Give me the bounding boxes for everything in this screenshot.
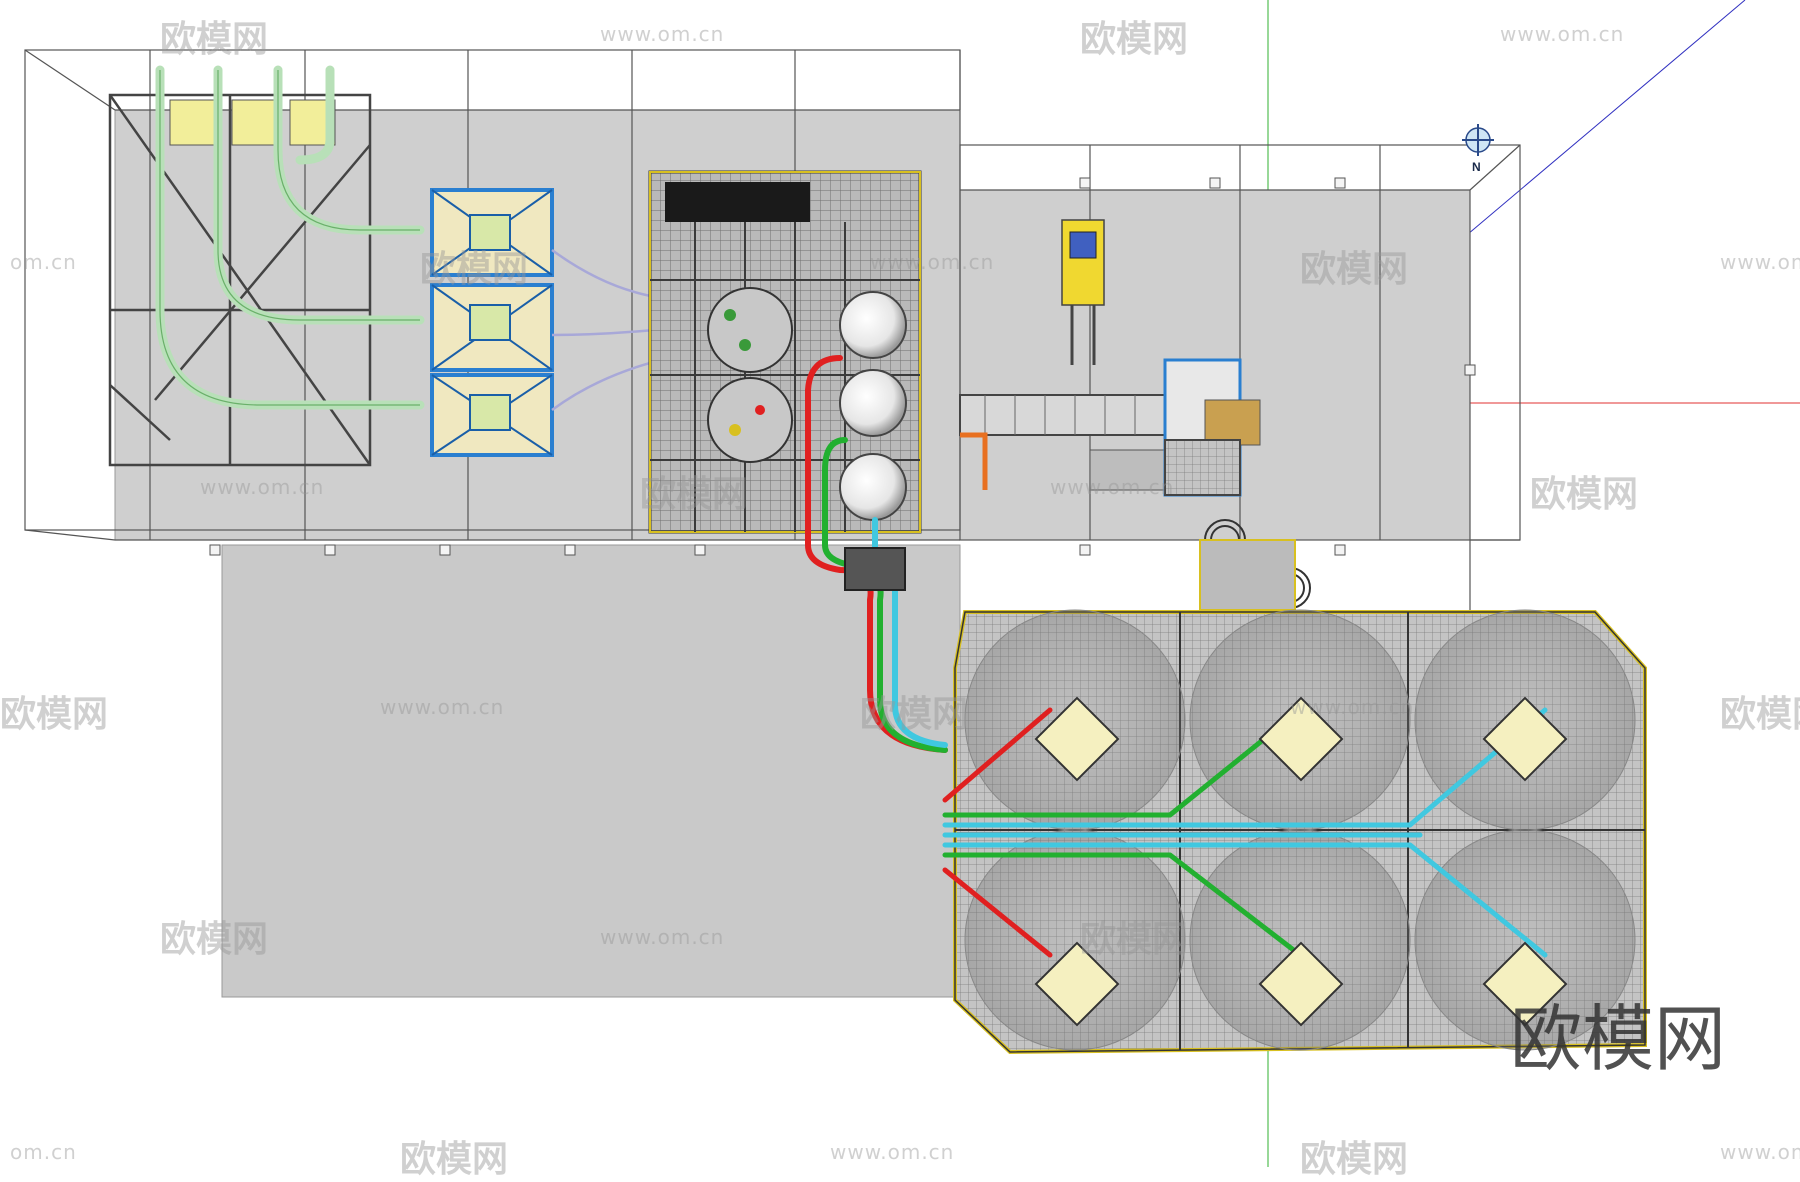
forklift-icon	[1061, 219, 1105, 365]
pump-icon	[231, 99, 278, 146]
pump-icon	[169, 99, 216, 146]
tank-icon	[707, 377, 793, 463]
cooling-fan-icon	[1189, 829, 1411, 1051]
fan-motor	[1258, 941, 1344, 1027]
tank-icon	[839, 369, 907, 437]
manifold-block	[844, 547, 906, 591]
compass-icon	[1462, 124, 1494, 156]
storage-tanks	[839, 291, 907, 521]
mixing-vessels	[707, 287, 793, 463]
cooling-fan-icon	[964, 829, 1186, 1051]
screw-conveyor	[959, 358, 1261, 497]
tank-icon	[839, 291, 907, 359]
fan-motor-boxes	[1034, 696, 1568, 1027]
pump-icon-group	[169, 99, 336, 146]
green-pipe-edges	[159, 70, 420, 406]
fan-motor	[1034, 941, 1120, 1027]
tank-icon	[839, 453, 907, 521]
watermark-brand-large: 欧模网	[1510, 997, 1727, 1081]
fan-motor	[1482, 696, 1568, 782]
tank-icon	[707, 287, 793, 373]
floor-lower-left	[221, 544, 961, 998]
coil-platform	[1199, 539, 1296, 611]
filter-skid-details	[431, 189, 553, 456]
fan-motor	[1258, 696, 1344, 782]
compass-north-label: N	[1472, 160, 1481, 174]
pump-room-frame	[108, 93, 372, 467]
fan-motor	[1034, 696, 1120, 782]
fan-motor	[1482, 941, 1568, 1027]
